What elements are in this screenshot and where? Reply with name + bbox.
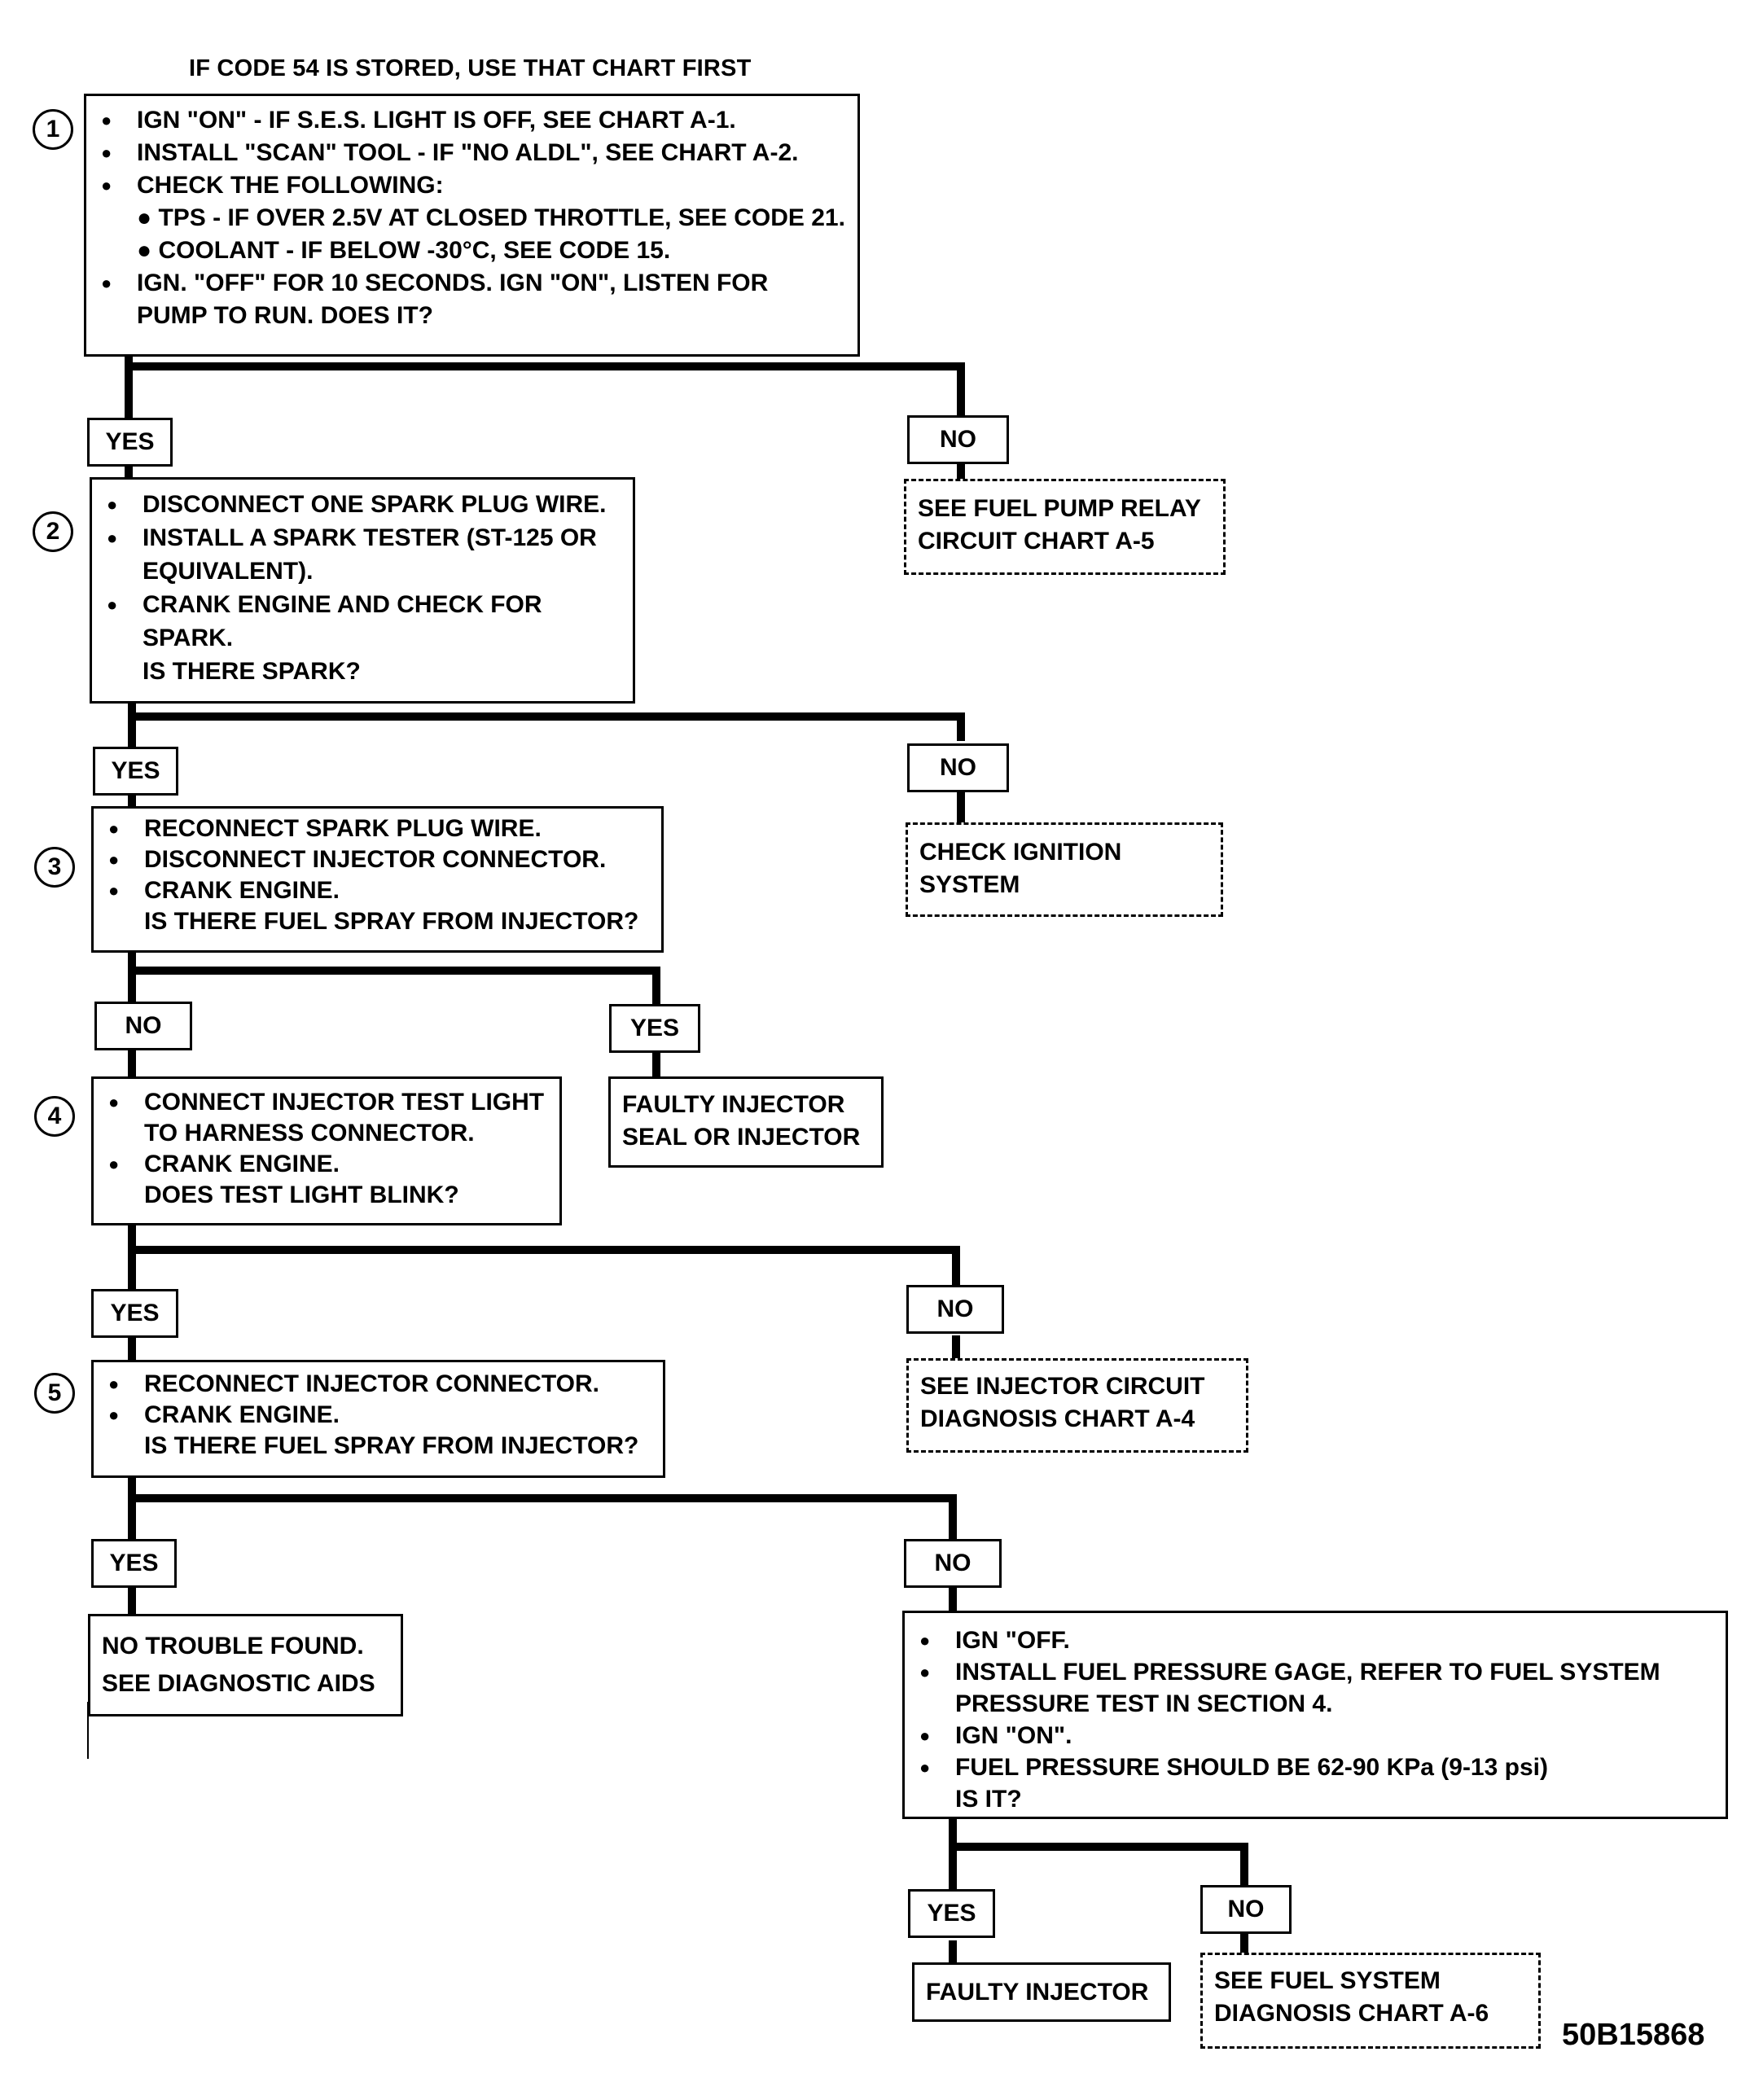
outcome-fuel-pump-relay: SEE FUEL PUMP RELAY CIRCUIT CHART A-5 (904, 479, 1226, 575)
outcome-line: SYSTEM (919, 871, 1020, 898)
step-6-line: FUEL PRESSURE SHOULD BE 62-90 KPa (9-13 … (955, 1754, 1548, 1781)
outcome-faulty-injector-seal: FAULTY INJECTOR SEAL OR INJECTOR (608, 1076, 884, 1168)
outcome-line: SEE FUEL PUMP RELAY (918, 495, 1201, 522)
step-number-1: 1 (33, 109, 73, 150)
step-1-sub-item: ● TPS - IF OVER 2.5V AT CLOSED THROTTLE,… (137, 204, 845, 231)
connector-2-branch (128, 712, 965, 741)
step-6-bullet: FUEL PRESSURE SHOULD BE 62-90 KPa (9-13 … (916, 1751, 1714, 1815)
step-2-bullet: CRANK ENGINE AND CHECK FOR SPARK. IS THERE… (103, 588, 621, 688)
no-label: NO (94, 1002, 192, 1050)
connector-3-branch (128, 967, 660, 1004)
step-4-box: CONNECT INJECTOR TEST LIGHT TO HARNESS CO… (91, 1076, 562, 1225)
step-3-line: IS THERE FUEL SPRAY FROM INJECTOR? (144, 908, 639, 935)
outcome-check-ignition: CHECK IGNITION SYSTEM (906, 822, 1223, 917)
outcome-line: FAULTY INJECTOR (926, 1979, 1149, 2006)
step-number-3: 3 (34, 847, 75, 888)
outcome-line: SEE INJECTOR CIRCUIT (920, 1373, 1205, 1400)
connector-1-branch (125, 362, 965, 427)
step-1-box: IGN "ON" - IF S.E.S. LIGHT IS OFF, SEE C… (84, 94, 860, 357)
step-4-line: CONNECT INJECTOR TEST LIGHT (144, 1089, 545, 1116)
outcome-line: DIAGNOSIS CHART A-4 (920, 1405, 1195, 1432)
yes-label: YES (91, 1539, 177, 1588)
outcome-line: SEE FUEL SYSTEM (1214, 1967, 1441, 1994)
outcome-line: FAULTY INJECTOR (622, 1091, 845, 1118)
step-6-bullet: IGN "ON". (916, 1720, 1714, 1751)
outcome-line: NO TROUBLE FOUND. (102, 1633, 364, 1659)
step-6-bullet: INSTALL FUEL PRESSURE GAGE, REFER TO FUE… (916, 1656, 1714, 1720)
step-4-bullet: CONNECT INJECTOR TEST LIGHT TO HARNESS CO… (105, 1087, 548, 1149)
figure-id: 50B15868 (1562, 2018, 1705, 2052)
step-5-bullet: RECONNECT INJECTOR CONNECTOR. (105, 1369, 651, 1400)
step-2-line: SPARK. (143, 625, 234, 651)
yes-label: YES (908, 1889, 995, 1938)
step-number-4: 4 (34, 1096, 75, 1137)
step-5-line: CRANK ENGINE. (144, 1401, 340, 1428)
step-1-line: PUMP TO RUN. DOES IT? (137, 302, 433, 329)
yes-label: YES (93, 747, 178, 796)
step-1-bullet: INSTALL "SCAN" TOOL - IF "NO ALDL", SEE … (98, 137, 846, 169)
step-5-line: IS THERE FUEL SPRAY FROM INJECTOR? (144, 1432, 639, 1459)
step-1-bullet: IGN "ON" - IF S.E.S. LIGHT IS OFF, SEE C… (98, 104, 846, 137)
step-2-line: IS THERE SPARK? (143, 658, 361, 685)
step-3-bullet: RECONNECT SPARK PLUG WIRE. (105, 813, 650, 844)
step-6-line: PRESSURE TEST IN SECTION 4. (955, 1690, 1333, 1717)
step-2-bullet: DISCONNECT ONE SPARK PLUG WIRE. (103, 488, 621, 521)
yes-label: YES (609, 1004, 700, 1053)
outcome-line: CIRCUIT CHART A-5 (918, 528, 1155, 555)
step-2-line: EQUIVALENT). (143, 558, 314, 585)
step-6-bullet: IGN "OFF. (916, 1624, 1714, 1656)
step-number-2: 2 (33, 511, 73, 552)
connector-6-branch (949, 1843, 1248, 1892)
yes-label: YES (91, 1289, 178, 1338)
outcome-line: SEAL OR INJECTOR (622, 1124, 861, 1151)
step-3-bullet: CRANK ENGINE. IS THERE FUEL SPRAY FROM IN… (105, 875, 650, 937)
step-6-line: IS IT? (955, 1786, 1022, 1813)
no-label: NO (906, 1285, 1004, 1334)
outcome-faulty-injector: FAULTY INJECTOR (912, 1962, 1171, 2022)
step-2-bullet: INSTALL A SPARK TESTER (ST-125 OR EQUIVAL… (103, 521, 621, 588)
step-number-5: 5 (34, 1373, 75, 1414)
step-1-bullet: IGN. "OFF" FOR 10 SECONDS. IGN "ON", LIS… (98, 267, 846, 332)
step-4-line: TO HARNESS CONNECTOR. (144, 1120, 475, 1146)
yes-label: YES (87, 418, 173, 467)
outcome-line: SEE DIAGNOSTIC AIDS (102, 1670, 375, 1697)
step-3-box: RECONNECT SPARK PLUG WIRE. DISCONNECT IN… (91, 806, 664, 953)
outcome-no-trouble-found: NO TROUBLE FOUND. SEE DIAGNOSTIC AIDS (88, 1614, 403, 1716)
step-6-box: IGN "OFF. INSTALL FUEL PRESSURE GAGE, RE… (902, 1611, 1728, 1819)
no-label: NO (907, 415, 1009, 464)
step-4-line: DOES TEST LIGHT BLINK? (144, 1182, 459, 1208)
step-1-bullet: CHECK THE FOLLOWING: (98, 169, 846, 202)
outcome-line: CHECK IGNITION (919, 839, 1122, 866)
no-label: NO (1200, 1885, 1292, 1934)
step-1-sub-item: ● COOLANT - IF BELOW -30°C, SEE CODE 15. (137, 237, 671, 264)
step-3-bullet: DISCONNECT INJECTOR CONNECTOR. (105, 844, 650, 875)
step-6-line: INSTALL FUEL PRESSURE GAGE, REFER TO FUE… (955, 1659, 1660, 1686)
connector-4-branch (128, 1246, 960, 1291)
step-2-line: INSTALL A SPARK TESTER (ST-125 OR (143, 524, 597, 551)
outcome-fuel-system-chart: SEE FUEL SYSTEM DIAGNOSIS CHART A-6 (1200, 1953, 1541, 2049)
chart-title: IF CODE 54 IS STORED, USE THAT CHART FIR… (189, 55, 752, 81)
step-4-line: CRANK ENGINE. (144, 1151, 340, 1177)
no-label: NO (907, 743, 1009, 792)
step-4-bullet: CRANK ENGINE. DOES TEST LIGHT BLINK? (105, 1149, 548, 1211)
no-label: NO (904, 1539, 1002, 1588)
step-5-bullet: CRANK ENGINE. IS THERE FUEL SPRAY FROM IN… (105, 1400, 651, 1462)
step-2-box: DISCONNECT ONE SPARK PLUG WIRE. INSTALL … (90, 477, 635, 704)
step-3-line: CRANK ENGINE. (144, 877, 340, 904)
step-1-line: IGN. "OFF" FOR 10 SECONDS. IGN "ON", LIS… (137, 270, 769, 296)
connector-5-branch (128, 1494, 957, 1545)
outcome-injector-circuit: SEE INJECTOR CIRCUIT DIAGNOSIS CHART A-4 (906, 1358, 1248, 1453)
step-2-line: CRANK ENGINE AND CHECK FOR (143, 591, 542, 618)
step-5-box: RECONNECT INJECTOR CONNECTOR. CRANK ENGI… (91, 1360, 665, 1478)
outcome-line: DIAGNOSIS CHART A-6 (1214, 2000, 1489, 2027)
